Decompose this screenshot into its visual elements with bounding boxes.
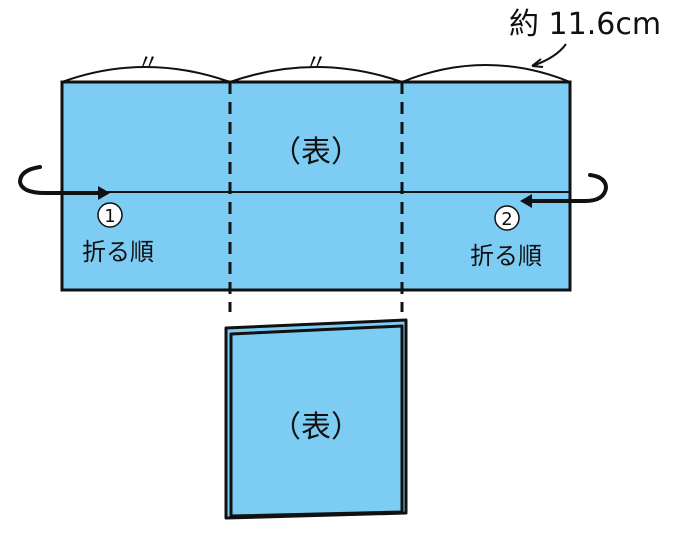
step-2-number: 2 xyxy=(501,209,512,230)
step-1-circle xyxy=(97,202,123,228)
front-label-bottom: （表） xyxy=(271,410,361,445)
fold-arrow-2-head xyxy=(520,194,532,208)
step-1-label: 折る順 xyxy=(82,238,154,266)
fold-arrow-2 xyxy=(524,173,609,203)
panel-1-brace xyxy=(61,66,231,83)
step-1-number: 1 xyxy=(104,206,115,227)
booklet-front-page xyxy=(229,324,404,518)
size-pointer-arrowhead xyxy=(531,58,544,68)
front-label-top: （表） xyxy=(271,135,361,170)
equal-mark-right: 〃 xyxy=(305,51,327,76)
step-2-circle xyxy=(494,205,520,231)
panel-3-brace xyxy=(401,64,571,83)
fold-arrow-1 xyxy=(17,165,106,195)
paper-sheet xyxy=(60,80,572,292)
panel-2-brace xyxy=(229,66,403,83)
equal-mark-left: 〃 xyxy=(137,51,159,76)
size-pointer-line xyxy=(531,43,567,67)
fold-arrow-1-head xyxy=(98,186,110,200)
size-label: 約 11.6cm xyxy=(509,7,661,42)
step-2-label: 折る順 xyxy=(470,242,542,270)
